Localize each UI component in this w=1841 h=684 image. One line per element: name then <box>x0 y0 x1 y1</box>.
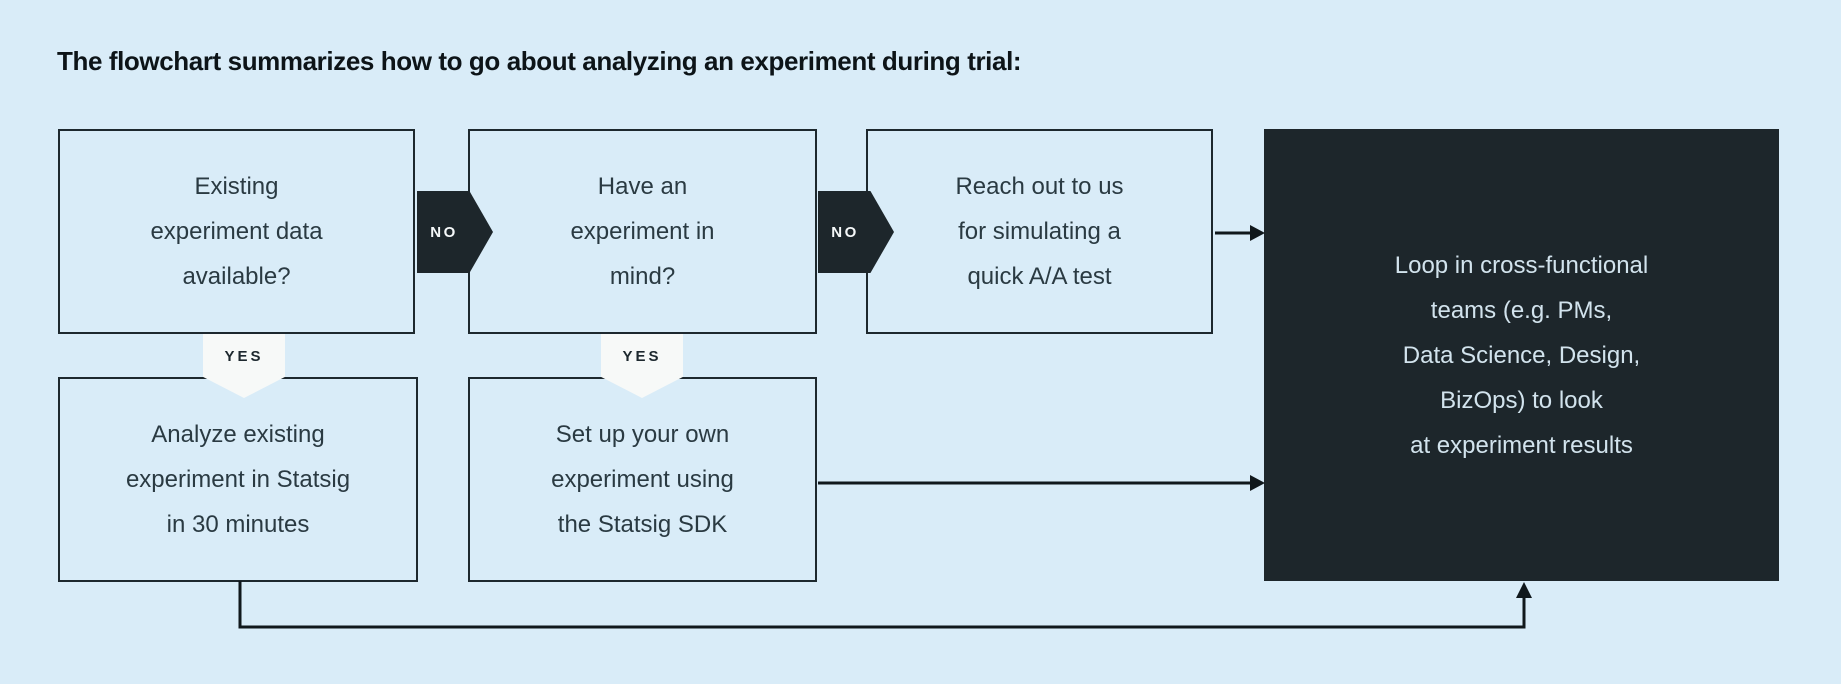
decision-box-existing-data: Existing experiment data available? <box>58 129 415 334</box>
action-box-setup-own: Set up your own experiment using the Sta… <box>468 377 817 582</box>
box-text-line: experiment in Statsig <box>125 466 351 493</box>
action-box-reach-out: Reach out to us for simulating a quick A… <box>866 129 1213 334</box>
box-text-line: in 30 minutes <box>166 511 310 538</box>
flowchart-title: The flowchart summarizes how to go about… <box>57 46 1022 76</box>
box-text-line: available? <box>182 263 291 290</box>
arrow-analyze-existing-to-result <box>238 581 1532 629</box>
box-text-line: experiment in <box>570 218 715 245</box>
box-text-line: Analyze existing <box>151 421 325 448</box>
box-text-line: Existing <box>194 173 279 200</box>
arrow-setup-own-to-result <box>818 475 1265 491</box>
box-text-line: at experiment results <box>1410 431 1633 459</box>
box-text-line: Loop in cross-functional <box>1394 251 1649 279</box>
box-text-line: Data Science, Design, <box>1402 341 1641 369</box>
box-text-line: experiment data <box>150 218 323 245</box>
result-box-loop-in-teams: Loop in cross-functional teams (e.g. PMs… <box>1264 129 1779 581</box>
arrow-reach-out-to-result <box>1215 225 1265 241</box>
box-text-line: Reach out to us <box>955 173 1124 200</box>
decision-box-experiment-in-mind: Have an experiment in mind? <box>468 129 817 334</box>
box-text-line: Set up your own <box>555 421 730 448</box>
box-text-line: BizOps) to look <box>1440 386 1603 414</box>
box-text-line: teams (e.g. PMs, <box>1430 296 1613 324</box>
box-text-line: the Statsig SDK <box>557 511 728 538</box>
box-text-line: Have an <box>597 173 688 200</box>
box-text-line: experiment using <box>551 466 734 493</box>
box-text-line: for simulating a <box>958 218 1121 245</box>
action-box-analyze-existing: Analyze existing experiment in Statsig i… <box>58 377 418 582</box>
box-text-line: mind? <box>609 263 676 290</box>
box-text-line: quick A/A test <box>967 263 1112 290</box>
